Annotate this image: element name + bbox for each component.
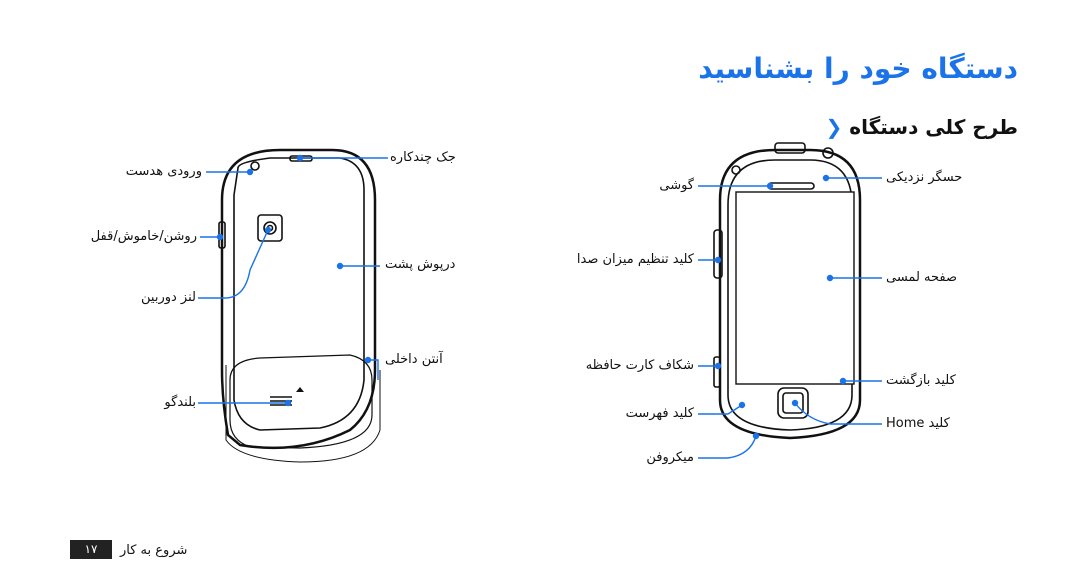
section-heading: طرح کلی دستگاه ❮ (818, 115, 1018, 139)
label-headset-jack: ورودی هدست (125, 164, 202, 179)
page-number: ۱۷ (70, 540, 112, 559)
label-home-key: کلید Home (886, 416, 950, 431)
label-volume-key: کلید تنظیم میزان صدا (576, 252, 694, 267)
label-menu-key: کلید فهرست (625, 406, 694, 421)
label-speaker: بلندگو (164, 395, 196, 410)
label-back-cover: درپوش پشت (385, 257, 456, 272)
label-camera-lens: لنز دوربین (141, 290, 196, 305)
label-power-button: روشن/خاموش/قفل (90, 229, 197, 244)
label-microphone: میکروفن (646, 450, 694, 465)
chevron-icon: ❮ (825, 115, 843, 139)
page-title: دستگاه خود را بشناسید (698, 52, 1018, 85)
front-phone-illustration (713, 142, 862, 440)
label-proximity-sensor: حسگر نزدیکی (886, 170, 963, 185)
label-touch-screen: صفحه لمسی (886, 270, 958, 285)
label-memory-card-slot: شکاف کارت حافظه (585, 358, 694, 373)
label-back-key: کلید بازگشت (886, 373, 956, 388)
label-internal-antenna: آنتن داخلی (385, 352, 443, 367)
label-earpiece: گوشی (659, 178, 694, 193)
back-phone-illustration (218, 148, 381, 463)
section-title: طرح کلی دستگاه (849, 115, 1018, 139)
label-multifunction-jack: جک چندکاره (390, 150, 456, 165)
footer-chapter: شروع به کار (120, 543, 188, 558)
